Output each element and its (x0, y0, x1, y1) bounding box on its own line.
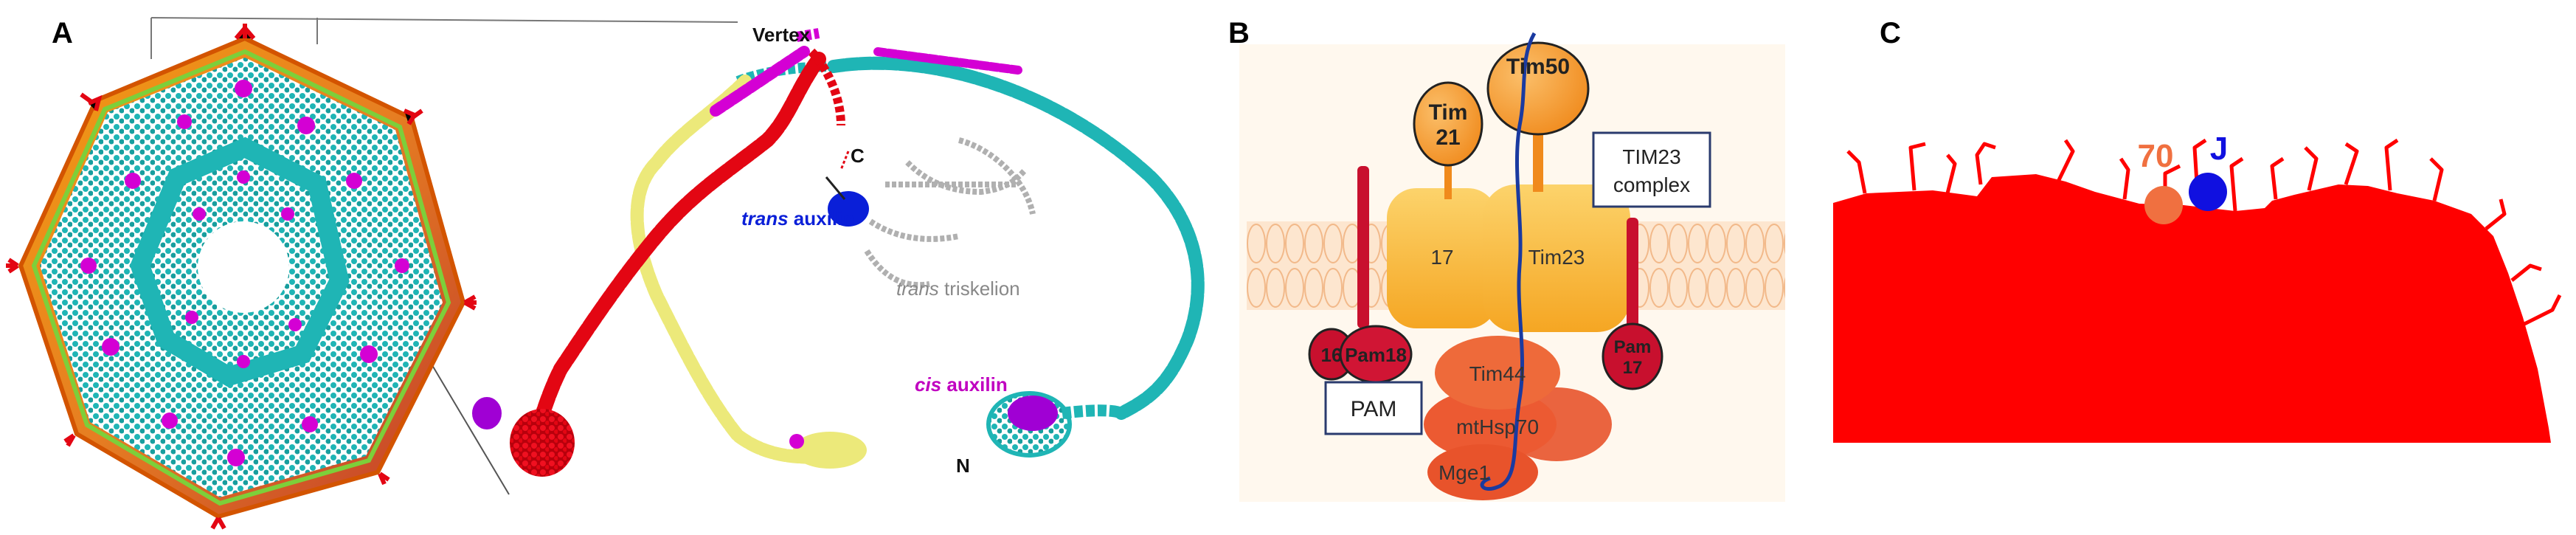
j-protein-sphere (2189, 173, 2227, 211)
mge1-blob (1427, 444, 1538, 500)
tim21-head (1413, 81, 1483, 167)
tim50-stalk (1533, 125, 1543, 192)
tim21-label-1: Tim (1429, 100, 1468, 125)
pam16-label: 16 (1321, 344, 1343, 366)
magenta-rod-left (710, 46, 810, 117)
pam-box-label: PAM (1351, 397, 1397, 421)
yellow-terminal-domain (793, 432, 867, 469)
pam17-label-1: Pam (1614, 337, 1652, 357)
trans-auxilin-label-italic: trans (741, 207, 789, 229)
hsp70-label: 70 (2138, 138, 2174, 174)
tim17-label: 17 (1430, 246, 1453, 269)
trans-auxilin-label-word: auxilin (789, 207, 855, 229)
zoom-line-top (150, 17, 738, 23)
tim44-blob (1435, 336, 1560, 410)
blue-trans-auxilin (828, 191, 869, 227)
pam17-label-2: 17 (1623, 358, 1643, 378)
pam17-head (1602, 322, 1663, 390)
pam17-stalk (1627, 218, 1638, 328)
tim44-label: Tim44 (1469, 362, 1526, 385)
tim50-head (1486, 41, 1590, 136)
aggregate-mass (1833, 174, 2551, 443)
yellow-leg (630, 75, 833, 464)
mge1-label: Mge1 (1438, 461, 1490, 484)
cis-auxilin-label-word: auxilin (941, 373, 1008, 396)
vertex-label: Vertex (752, 24, 811, 46)
panel-c-letter: C (1880, 17, 1901, 49)
cage-green-edge (31, 49, 451, 506)
pam-box (1324, 381, 1423, 435)
cis-auxilin-label: cis auxilin (915, 373, 1008, 396)
trans-triskelion-label-italic: trans (896, 277, 939, 300)
tim23-label: Tim23 (1528, 246, 1585, 269)
clathrin-cage (6, 24, 477, 530)
trans-triskelion-label-word: triskelion (939, 277, 1020, 300)
magenta-cis-auxilin (1008, 396, 1058, 431)
tim50-label: Tim50 (1506, 55, 1570, 79)
panel-c: C 70 J (1833, 17, 2562, 443)
pam18-label: Pam18 (1345, 344, 1407, 366)
cyan-leg (827, 56, 1205, 420)
cage-vertex-stars (6, 24, 477, 530)
zoomed-triskelion-chains (472, 28, 1205, 477)
purple-cis-terminal (472, 397, 502, 429)
tim23-complex-label-1: TIM23 (1622, 145, 1680, 168)
tim23-complex-box (1592, 131, 1711, 208)
cage-center-hole (198, 221, 289, 313)
precursor-chain (1480, 32, 1537, 491)
cage-auxilin-spots (80, 80, 409, 466)
trans-triskelion-label: trans triskelion (896, 277, 1020, 300)
grey-trans-triskelion (864, 137, 1036, 289)
red-terminal-domain (510, 409, 575, 477)
red-leg (524, 52, 826, 458)
panel-a: A (6, 17, 1205, 530)
panel-b-letter: B (1228, 17, 1250, 49)
j-protein-label: J (2210, 131, 2228, 167)
mthsp70-blob (1424, 389, 1557, 460)
mthsp70-label: mtHsp70 (1456, 415, 1539, 438)
panel-b: B Tim 21 Tim50 (1228, 17, 1785, 502)
tim21-label-2: 21 (1436, 125, 1460, 150)
c-terminus-label: C (851, 145, 865, 167)
cis-auxilin-label-italic: cis (915, 373, 941, 396)
cage-inner-ring (130, 137, 350, 387)
tim21-stalk (1444, 148, 1452, 199)
magenta-rod-right (873, 47, 1022, 75)
n-terminus-label: N (956, 455, 970, 477)
tim17-body (1387, 188, 1498, 328)
magenta-rod-top (795, 28, 820, 42)
pam18-stalk (1357, 166, 1369, 328)
polypeptide-strands (1846, 138, 2562, 327)
tim23-complex-label-2: complex (1613, 173, 1690, 196)
panel-a-letter: A (52, 17, 73, 49)
hsp70-sphere (2144, 186, 2183, 224)
trans-auxilin-label: trans auxilin (741, 207, 854, 229)
